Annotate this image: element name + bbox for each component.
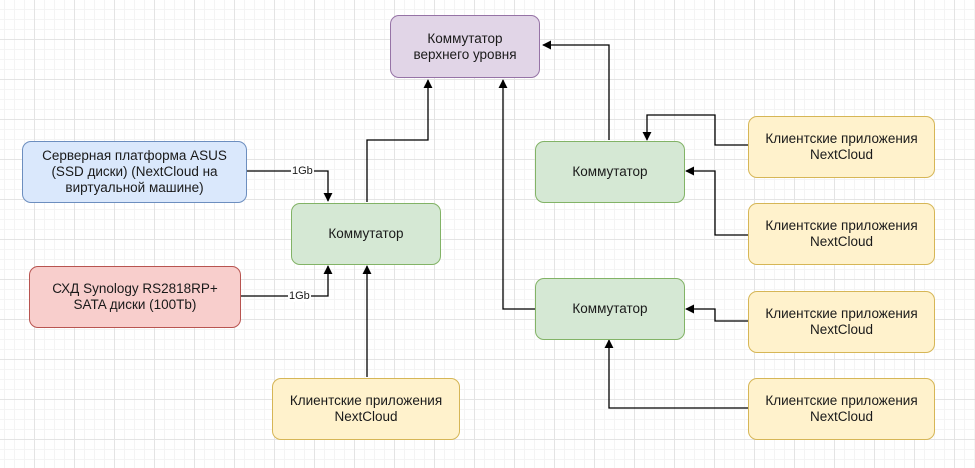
edge-client-r4-to-switch (604, 339, 748, 409)
top-level-switch-node[interactable]: Коммутатор верхнего уровня (390, 15, 540, 78)
switch-right-top-node[interactable]: Коммутатор (535, 141, 685, 203)
edge-storage-to-switch (241, 265, 333, 297)
storage-node[interactable]: СХД Synology RS2818RP+ SATA диски (100Tb… (29, 266, 241, 328)
client-apps-left-node[interactable]: Клиентские приложения NextCloud (272, 378, 460, 440)
edge-switch-rt-to-top (542, 40, 610, 140)
edge-client-r2-to-switch (685, 166, 748, 236)
edge-server-to-switch (246, 170, 333, 202)
client-apps-right-2-node[interactable]: Клиентские приложения NextCloud (748, 203, 935, 265)
client-apps-right-1-node[interactable]: Клиентские приложения NextCloud (748, 116, 935, 178)
edge-switch-rb-to-top (498, 79, 535, 310)
server-platform-node[interactable]: Серверная платформа ASUS (SSD диски) (Ne… (22, 141, 247, 203)
client-apps-right-3-node[interactable]: Клиентские приложения NextCloud (748, 291, 935, 353)
client-apps-right-4-node[interactable]: Клиентские приложения NextCloud (748, 378, 935, 440)
edge-switch-left-to-top (366, 79, 433, 202)
switch-right-bottom-node[interactable]: Коммутатор (535, 278, 685, 340)
edge-client-r3-to-switch (685, 304, 748, 322)
switch-left-node[interactable]: Коммутатор (291, 203, 441, 265)
edge-client-r1-to-switch (642, 114, 748, 146)
server-link-speed-label: 1Gb (291, 165, 314, 177)
storage-link-speed-label: 1Gb (288, 290, 311, 302)
